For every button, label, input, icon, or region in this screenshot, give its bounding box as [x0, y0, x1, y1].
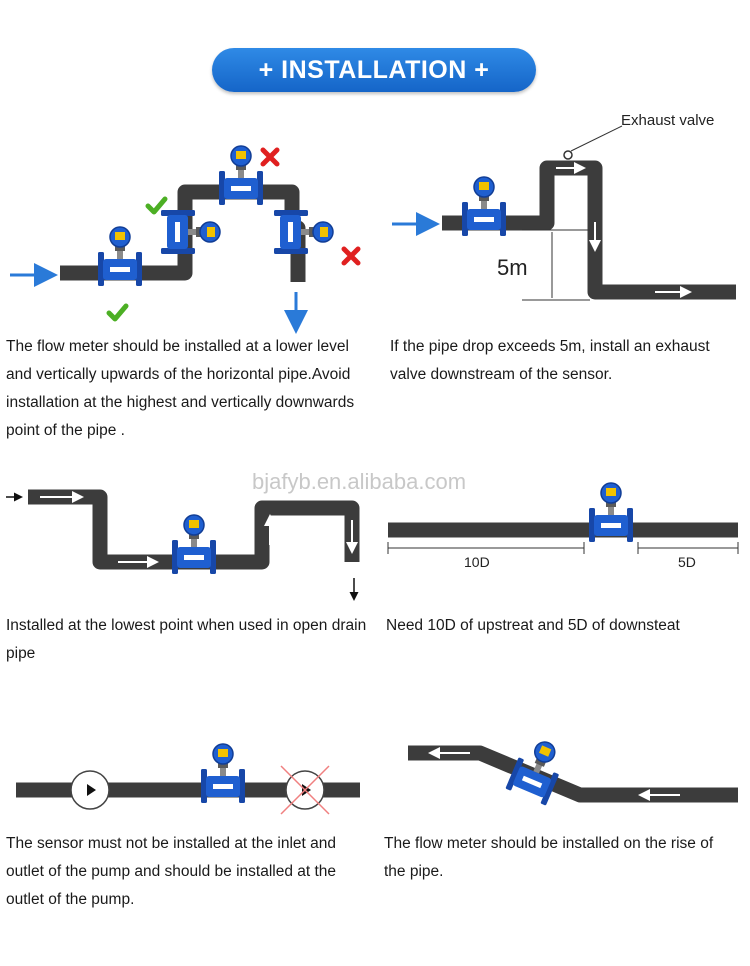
upstream-length-label: 10D — [464, 554, 490, 570]
flow-meter — [171, 514, 217, 575]
downstream-length-label: 5D — [678, 554, 696, 570]
cross-icon — [263, 150, 277, 164]
exhaust-valve-icon — [563, 150, 573, 160]
flow-meter — [588, 482, 634, 543]
panel-4-caption: Need 10D of upstreat and 5D of downsteat — [386, 617, 680, 634]
panel-2-diagram: Exhaust valve 5m — [392, 112, 736, 301]
panel-4-diagram: 10D 5D — [387, 482, 739, 570]
flow-meter — [200, 743, 246, 804]
watermark: bjafyb.en.alibaba.com — [252, 469, 467, 494]
panel-6-caption: The flow meter should be installed on th… — [384, 835, 714, 880]
meter-highest-point — [218, 145, 264, 206]
panel-5-caption: The sensor must not be installed at the … — [6, 835, 337, 908]
exhaust-valve-label: Exhaust valve — [621, 112, 714, 129]
panel-5-diagram — [16, 743, 360, 815]
meter-horizontal-low — [97, 226, 143, 287]
flow-meter — [461, 176, 507, 237]
cross-icon — [280, 765, 330, 815]
drop-height-label: 5m — [497, 255, 528, 280]
panel-1-diagram — [10, 145, 358, 334]
installation-header: + INSTALLATION + — [212, 48, 536, 92]
panel-3-diagram — [6, 489, 360, 601]
flow-meter — [504, 733, 570, 807]
panel-3-caption: Installed at the lowest point when used … — [6, 617, 367, 662]
cross-icon — [344, 249, 358, 263]
panel-6-diagram — [408, 733, 738, 807]
check-icon — [109, 306, 126, 319]
panel-1-caption: The flow meter should be installed at a … — [6, 338, 355, 439]
panel-2-caption: If the pipe drop exceeds 5m, install an … — [390, 338, 710, 383]
